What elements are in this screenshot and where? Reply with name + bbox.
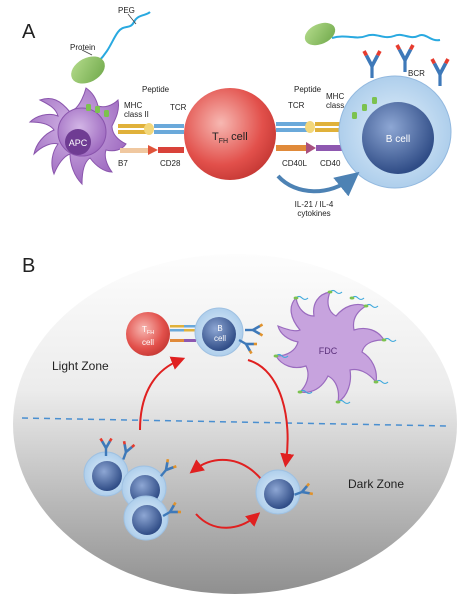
cytokines-line2: cytokines bbox=[297, 209, 330, 218]
mhc-left-line2: class II bbox=[124, 110, 149, 119]
peptide-right-label: Peptide bbox=[294, 85, 322, 94]
cd40l-label: CD40L bbox=[282, 159, 307, 168]
mhc-left-line1: MHC bbox=[124, 101, 142, 110]
synapse-left bbox=[118, 123, 184, 155]
b-small-line2: cell bbox=[214, 334, 226, 343]
cytokines-line1: IL-21 / IL-4 bbox=[295, 200, 334, 209]
synapse-small bbox=[170, 325, 196, 342]
tcr-right-label: TCR bbox=[288, 101, 305, 110]
b-cell-large: B cell bbox=[338, 75, 452, 189]
b-cell-small-top: B cell bbox=[194, 307, 244, 357]
bcr-label: BCR bbox=[408, 69, 425, 78]
tcr-left-label: TCR bbox=[170, 103, 187, 112]
germinal-center bbox=[13, 254, 457, 594]
bcr-3 bbox=[430, 58, 450, 86]
bcr-1 bbox=[362, 50, 382, 78]
peg-chain-left bbox=[97, 11, 151, 63]
tfh-cell bbox=[184, 88, 276, 180]
panel-a: A PEG Protein APC bbox=[22, 6, 452, 218]
b-cell-dark-1 bbox=[83, 451, 129, 497]
b-cell-dark-3 bbox=[123, 495, 169, 541]
b-cell-label: B cell bbox=[386, 134, 410, 145]
mhc-right-line1: MHC bbox=[326, 92, 344, 101]
zone-boundary bbox=[21, 417, 449, 427]
cd40-label: CD40 bbox=[320, 159, 341, 168]
b7-label: B7 bbox=[118, 159, 128, 168]
fdc-label: FDC bbox=[319, 346, 338, 356]
tfh-small-line2: cell bbox=[142, 338, 154, 347]
protein-label: Protein bbox=[70, 43, 95, 52]
panel-a-label: A bbox=[22, 21, 36, 43]
tfh-cell-small bbox=[126, 312, 170, 356]
apc-label: APC bbox=[69, 138, 88, 148]
arrow-right-dark bbox=[195, 512, 261, 529]
panel-b-label: B bbox=[22, 255, 35, 277]
b-cell-dark-4 bbox=[255, 469, 301, 515]
dark-zone-label: Dark Zone bbox=[348, 477, 404, 491]
mhc-right-line2: class II bbox=[326, 101, 351, 110]
panel-b: B TFH cell B cell FDC bbox=[13, 254, 457, 594]
cd28-label: CD28 bbox=[160, 159, 181, 168]
peg-label: PEG bbox=[118, 6, 135, 15]
b-small-line1: B bbox=[217, 324, 222, 333]
protein-left bbox=[71, 56, 105, 84]
light-zone-label: Light Zone bbox=[52, 359, 109, 373]
arrow-up-light bbox=[139, 356, 186, 431]
peg-chain-right bbox=[331, 33, 441, 42]
arrow-down-right bbox=[247, 359, 295, 468]
tfh-small-line1: TFH bbox=[142, 325, 154, 336]
cytokine-arrow bbox=[276, 171, 360, 197]
protein-right bbox=[304, 22, 336, 46]
tfh-cell-label: TFH cell bbox=[212, 131, 248, 145]
arrow-left-dark bbox=[189, 458, 263, 481]
apc-cell: APC bbox=[28, 87, 127, 186]
bcr-2 bbox=[395, 44, 415, 72]
peptide-left-label: Peptide bbox=[142, 85, 170, 94]
synapse-right bbox=[276, 121, 345, 154]
